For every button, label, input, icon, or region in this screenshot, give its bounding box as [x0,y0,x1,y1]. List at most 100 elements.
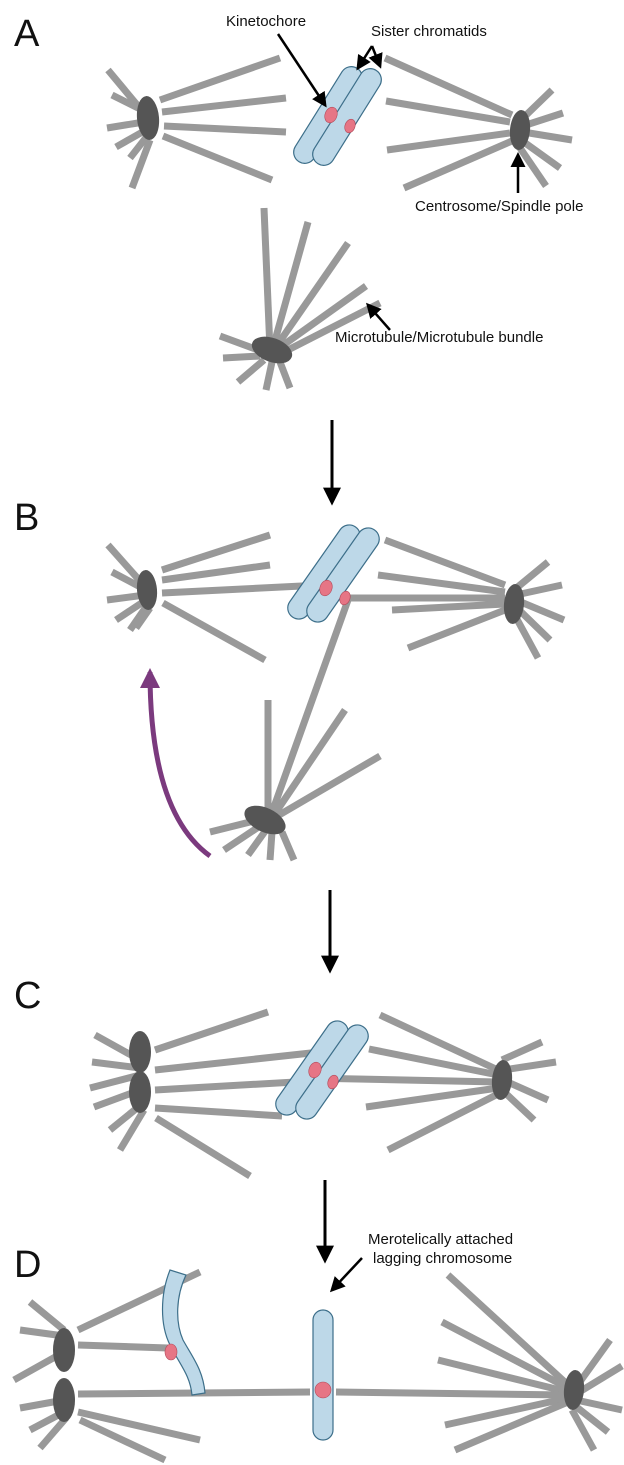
microtubule-a-left [128,138,154,190]
capture-arrow [140,668,212,859]
microtubule-a-bottom [275,241,351,346]
centrosome-b-right [503,584,525,624]
chromatid-c-2 [295,1024,369,1120]
microtubule-a-left [163,122,287,136]
centrosome-a-left [136,96,160,140]
microtubule-pointer [366,302,391,331]
microtubule-a-left [158,54,282,104]
arrows [140,33,526,1293]
microtubules [12,54,624,1464]
microtubule-d-right [445,1272,571,1388]
lagging-chromosome-d [312,1309,334,1441]
microtubule-a-right [518,137,563,171]
kinetochore-d-lagging [314,1381,332,1399]
microtubule-c-right [502,1058,557,1074]
panel-label-a: A [14,13,40,55]
microtubule-b-right [406,606,507,652]
microtubule-a-left [161,132,274,184]
microtubule-b-left [161,561,271,584]
microtubule-d-right [440,1318,570,1392]
chromatid-b-2 [306,527,380,623]
microtubule-a-right [383,54,514,119]
microtubule-c-left [154,1104,283,1120]
microtubule-b-left [161,581,323,597]
microtubule-a-right [515,143,549,188]
centrosome-label: Centrosome/Spindle pole [415,198,583,215]
microtubule-b-bottom [272,752,382,822]
microtubule-c-left [116,1108,148,1152]
microtubule-c-left [154,1115,252,1179]
microtubule-d-left [77,1341,169,1352]
microtubule-d-right [571,1402,611,1435]
microtubule-a-bottom [276,360,294,390]
microtubule-c-left [153,1008,270,1054]
centrosome-c-left-1 [129,1031,151,1073]
microtubule-d-right [444,1394,569,1429]
centrosome-c-right [491,1060,513,1100]
microtubule-a-bottom [270,221,312,345]
microtubule-b-bottom [278,830,298,862]
microtubule-c-right [386,1090,500,1154]
kinetochore-c-1 [308,1061,322,1079]
kinetochore-b-2 [339,590,351,606]
kinetochore-d-bent [164,1343,178,1361]
microtubule-a-left [127,132,151,161]
chromatid-pointer-1 [356,45,374,71]
microtubule-label: Microtubule/Microtubule bundle [335,329,543,346]
kinetochore-label: Kinetochore [226,13,306,30]
microtubule-a-bottom [218,332,260,354]
microtubule-d-right [437,1356,569,1396]
microtubule-a-bottom [235,357,267,385]
centrosome-a-bottom [251,336,293,364]
microtubule-d-left [77,1408,201,1444]
microtubule-c-right [500,1038,544,1064]
centrosome-a-right [509,110,531,150]
centrosome-d-left-2 [53,1378,75,1422]
microtubule-b-left [160,531,272,574]
kinetochore-a-2 [344,118,356,134]
microtubule-b-right [391,600,506,614]
panel-label-c: C [14,975,41,1017]
bent-chromosome-d [161,1269,206,1396]
microtubule-b-right [383,536,507,589]
centrosomes [53,96,585,1422]
microtubule-a-right [385,97,511,126]
microtubule-a-bottom [260,207,274,351]
microtubule-a-bottom [222,352,261,362]
microtubule-d-right [575,1396,623,1414]
microtubule-c-left [89,1071,141,1092]
microtubule-a-bottom [279,283,369,349]
microtubule-b-bottom [222,823,262,853]
centrosome-c-left-2 [129,1071,151,1113]
microtubule-b-right [515,581,563,599]
microtubule-d-right [335,1388,569,1399]
chromatid-pointer-2 [368,45,383,69]
kinetochore-b-1 [319,579,333,597]
merotelic-label-line2: lagging chromosome [373,1250,512,1267]
microtubule-a-left [161,94,287,116]
panel-label-d: D [14,1244,41,1286]
microtubule-a-right [522,128,573,144]
merotelic-label-line1: Merotelically attached [368,1231,513,1248]
kinetochore-a-1 [324,106,338,124]
panel-label-b: B [14,497,39,539]
microtubule-c-left [91,1058,141,1072]
microtubule-b-right [511,559,551,593]
kinetochore-pointer [276,33,327,108]
merotelic-pointer [329,1257,363,1293]
microtubule-a-right [402,137,514,192]
microtubule-c-left [154,1048,321,1074]
centrosome-d-right [563,1370,585,1410]
microtubule-d-left [37,1415,69,1451]
microtubule-c-right [365,1084,499,1111]
microtubule-a-right [386,129,511,154]
centrosome-b-left [136,570,158,610]
microtubule-b-right [377,571,506,596]
microtubule-a-bottom [282,299,382,356]
kinetochore-c-2 [327,1074,339,1090]
microtubule-b-bottom [266,598,352,820]
microtubule-c-right [378,1011,500,1074]
microtubule-d-right [568,1408,598,1452]
